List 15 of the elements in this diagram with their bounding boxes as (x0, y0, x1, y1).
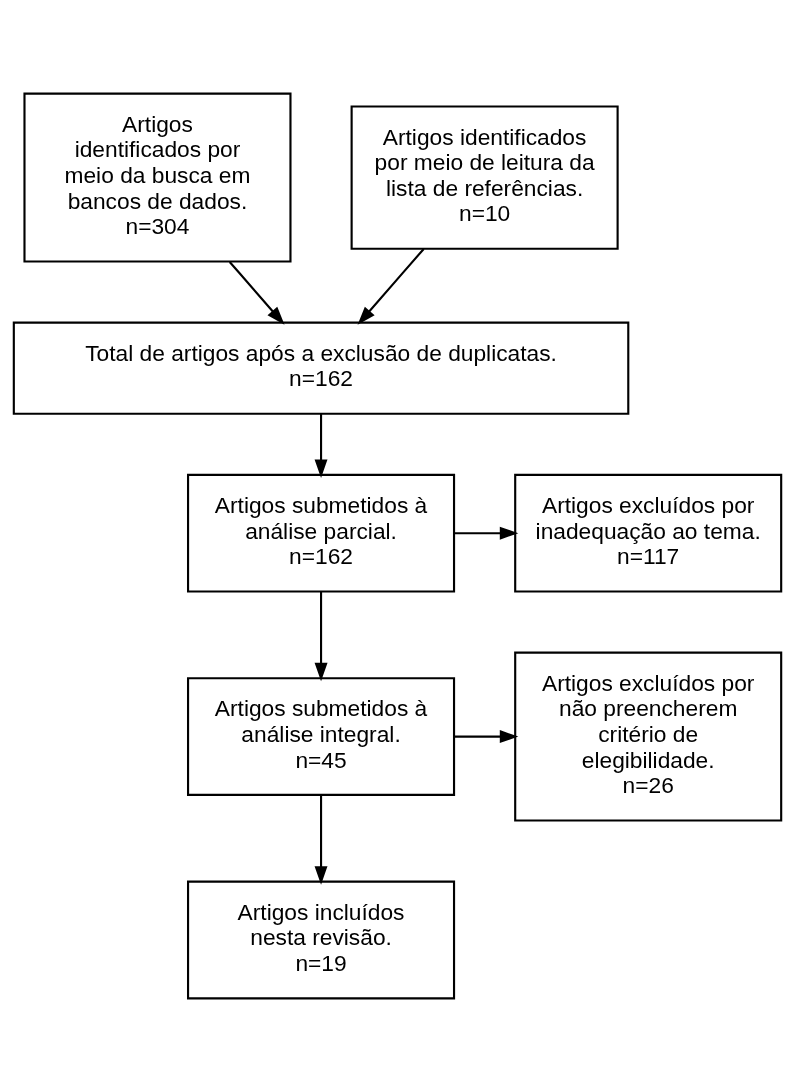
arrow (228, 261, 285, 325)
arrow (314, 413, 328, 478)
arrow (357, 248, 425, 325)
node-box: Total de artigos após a exclusão de duplicatas. n=162 (12, 321, 630, 415)
node-box: Artigos incluídos nesta revisão. n=19 (187, 880, 456, 1000)
node-box: Artigos submetidos à análise integral. n=45 (187, 677, 456, 796)
node-box: Artigos identificados por meio da busca em bancos de dados. n=304 (23, 92, 292, 263)
node-box: Artigos excluídos por inadequação ao tema. n=117 (514, 473, 783, 593)
node-box: Artigos identificados por meio de leitura da lista de referências. n=10 (350, 105, 619, 250)
node-box: Artigos submetidos à análise parcial. n=162 (187, 473, 456, 593)
arrow (314, 591, 328, 682)
node-box: Artigos excluídos por não preencherem critério de elegibilidade. n=26 (514, 651, 783, 822)
arrow (454, 730, 519, 744)
arrow (314, 794, 328, 885)
arrow (454, 526, 519, 540)
